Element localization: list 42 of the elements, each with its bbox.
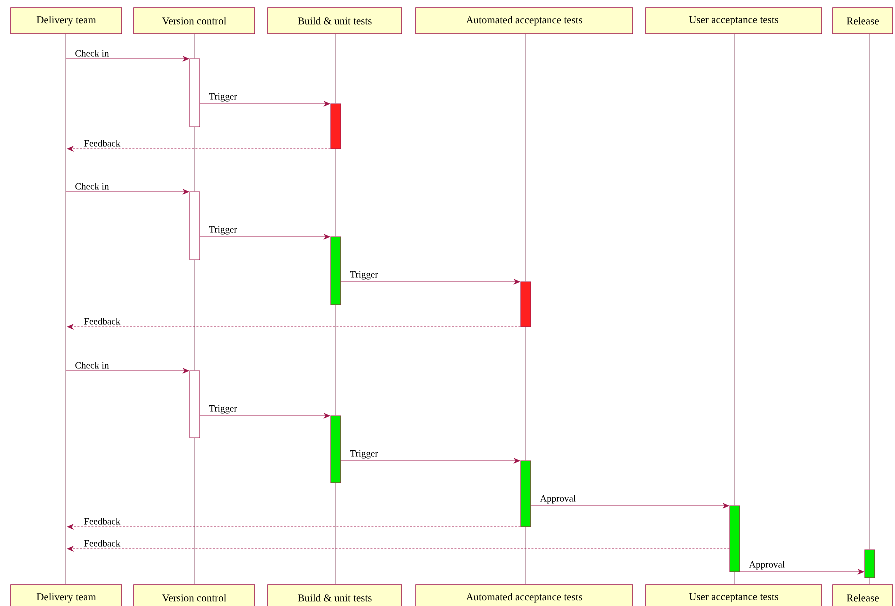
participant-box: Delivery team [10, 584, 122, 606]
lifeline [734, 34, 736, 506]
participant-box: User acceptance tests [646, 8, 822, 34]
activation-bar [520, 460, 532, 528]
activation-bar [330, 236, 342, 306]
activation-bar [730, 506, 740, 572]
lifeline [194, 34, 196, 59]
lifeline [734, 572, 736, 585]
activation-bar [330, 104, 342, 150]
activation-bar [864, 550, 876, 578]
edge-label: Trigger [209, 93, 238, 102]
edge-label: Check in [76, 50, 110, 57]
edge-label: Trigger [350, 450, 378, 459]
edge-label: Approval [540, 495, 576, 504]
participant-box: Release [832, 8, 894, 34]
edge-label: Trigger [350, 271, 378, 280]
activation-bar [330, 416, 342, 484]
participant-box: Build & unit tests [268, 8, 402, 34]
activation-bar [520, 282, 532, 328]
edge-label: Trigger [209, 226, 238, 235]
participant-box: Release [832, 584, 894, 606]
edge-label: Trigger [209, 405, 238, 414]
participant-box: Automated acceptance tests [416, 8, 634, 34]
activation-bar [190, 192, 200, 260]
edge-label: Feedback [84, 140, 121, 147]
edge-label: Feedback [84, 318, 121, 325]
lifeline [194, 260, 196, 371]
edge-label: Feedback [84, 540, 121, 547]
activation-bar [190, 370, 200, 438]
edge-label: Feedback [84, 518, 121, 525]
participant-box: Version control [134, 8, 256, 34]
participant-box: Automated acceptance tests [416, 584, 634, 606]
participant-box: Version control [134, 584, 256, 606]
lifeline [194, 438, 196, 585]
edge-label: Check in [76, 362, 110, 369]
activation-bar [190, 58, 200, 128]
edge-label: Approval [749, 561, 785, 570]
edge-label: Check in [76, 183, 110, 190]
participant-box: Build & unit tests [268, 584, 402, 606]
participant-box: User acceptance tests [646, 584, 822, 606]
participant-box: Delivery team [10, 8, 122, 34]
lifeline [194, 127, 196, 192]
